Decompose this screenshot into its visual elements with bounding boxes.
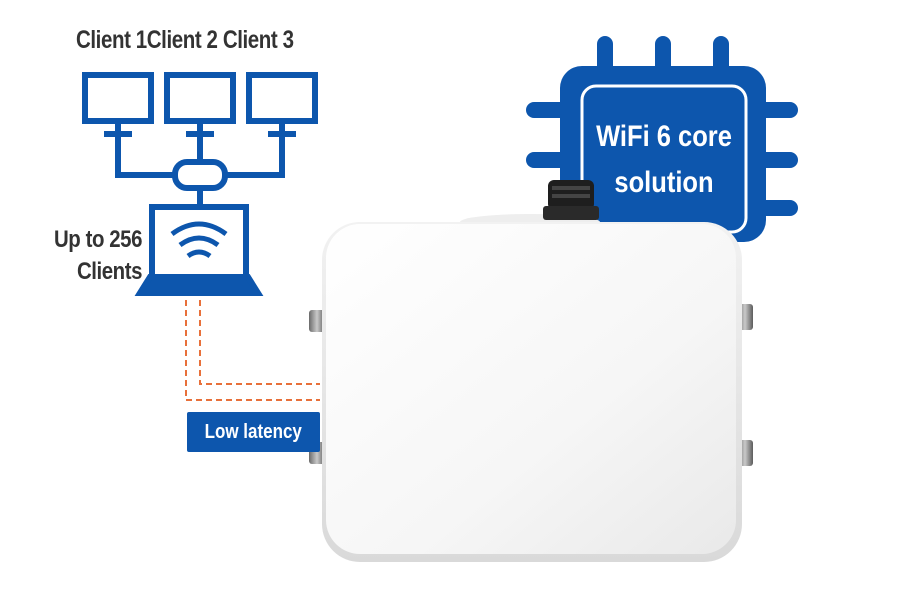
chip-caption-line: solution [614,166,714,199]
chip-caption: WiFi 6 core solution [584,114,744,206]
access-point-device [309,180,753,562]
chip-caption-line: WiFi 6 core [596,120,732,153]
capacity-label: Up to 256 Clients [40,224,142,288]
hub-icon [115,134,285,207]
latency-link-lines [185,300,320,401]
client-label: Client 3 [222,26,294,54]
capacity-line: Clients [76,258,142,285]
monitor-icon [82,72,154,137]
laptop-wifi-icon [134,204,264,296]
client-label: Client 2 [146,26,218,54]
client-label: Client 1 [76,26,147,54]
badge-label: Low latency [204,420,303,443]
capacity-line: Up to 256 [53,226,142,253]
client-labels: Client 1Client 2 Client 3 [76,26,294,55]
chip-icon [526,36,798,242]
monitor-icon [246,72,318,137]
monitor-icon [164,72,236,137]
low-latency-badge: Low latency [187,412,320,452]
